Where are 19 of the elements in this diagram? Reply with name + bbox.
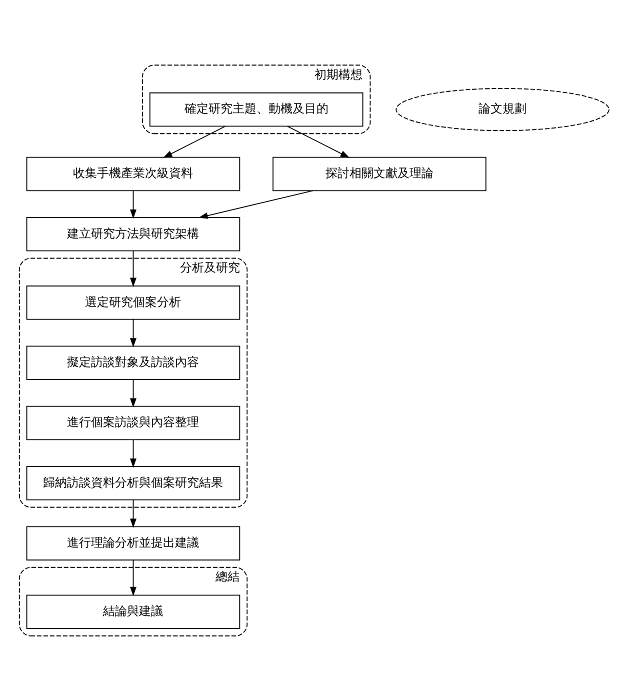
node-box: 進行理論分析並提出建議 bbox=[26, 526, 240, 560]
node-box: 進行個案訪談與內容整理 bbox=[26, 405, 240, 440]
arrow bbox=[130, 378, 136, 408]
arrow bbox=[130, 559, 136, 596]
node-box: 擬定訪談對象及訪談內容 bbox=[26, 345, 240, 380]
arrow bbox=[130, 250, 136, 286]
node-box: 結論與建議 bbox=[26, 594, 240, 628]
arrow bbox=[130, 438, 136, 468]
node-box: 確定研究主題、動機及目的 bbox=[149, 92, 364, 126]
arrow bbox=[198, 190, 314, 218]
node-box: 收集手機產業次級資料 bbox=[26, 156, 240, 191]
node-box: 探討相關文獻及理論 bbox=[272, 156, 486, 191]
node-box: 選定研究個案分析 bbox=[26, 285, 240, 320]
node-box: 歸納訪談資料分析與個案研究結果 bbox=[26, 466, 240, 500]
arrow bbox=[130, 318, 136, 347]
arrow bbox=[130, 190, 136, 218]
node-box: 建立研究方法與研究架構 bbox=[26, 216, 240, 251]
node-ellipse: 論文規劃 bbox=[396, 88, 610, 131]
arrow bbox=[130, 499, 136, 528]
